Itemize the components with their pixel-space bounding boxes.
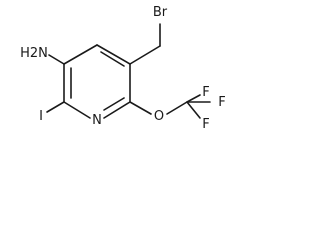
atom-label-n: N [92,113,102,128]
bond-o-cf3 [166,101,188,115]
molecule-canvas: Br H2N I N O F F F [0,0,238,138]
bond-c2-i [46,101,65,113]
ring-bond-c4-c5-double [100,51,125,67]
ring-bond-c6-n [103,101,131,119]
bond-c6-o [129,101,152,115]
bond-c5-ch2 [129,45,161,65]
ring-bond-c3-c4 [63,44,98,65]
ring-bond-c6-n-double [103,97,125,111]
bond-c3-nh2 [48,54,65,65]
ring-bond-n-c2 [63,101,91,119]
atom-label-o: O [154,109,164,124]
atom-label-f-top: F [202,85,209,100]
structure-diagram: Br H2N I N O F F F [20,5,226,132]
atom-label-br: Br [153,5,168,20]
atom-label-nh2: H2N [20,46,48,61]
atom-label-f-bottom: F [202,117,209,132]
ring-bond-c4-c5 [96,44,131,65]
bond-c-f-bottom [186,101,201,119]
atom-label-f-right: F [218,95,225,110]
atom-label-i: I [39,109,43,124]
bond-c-f-top [186,94,201,103]
